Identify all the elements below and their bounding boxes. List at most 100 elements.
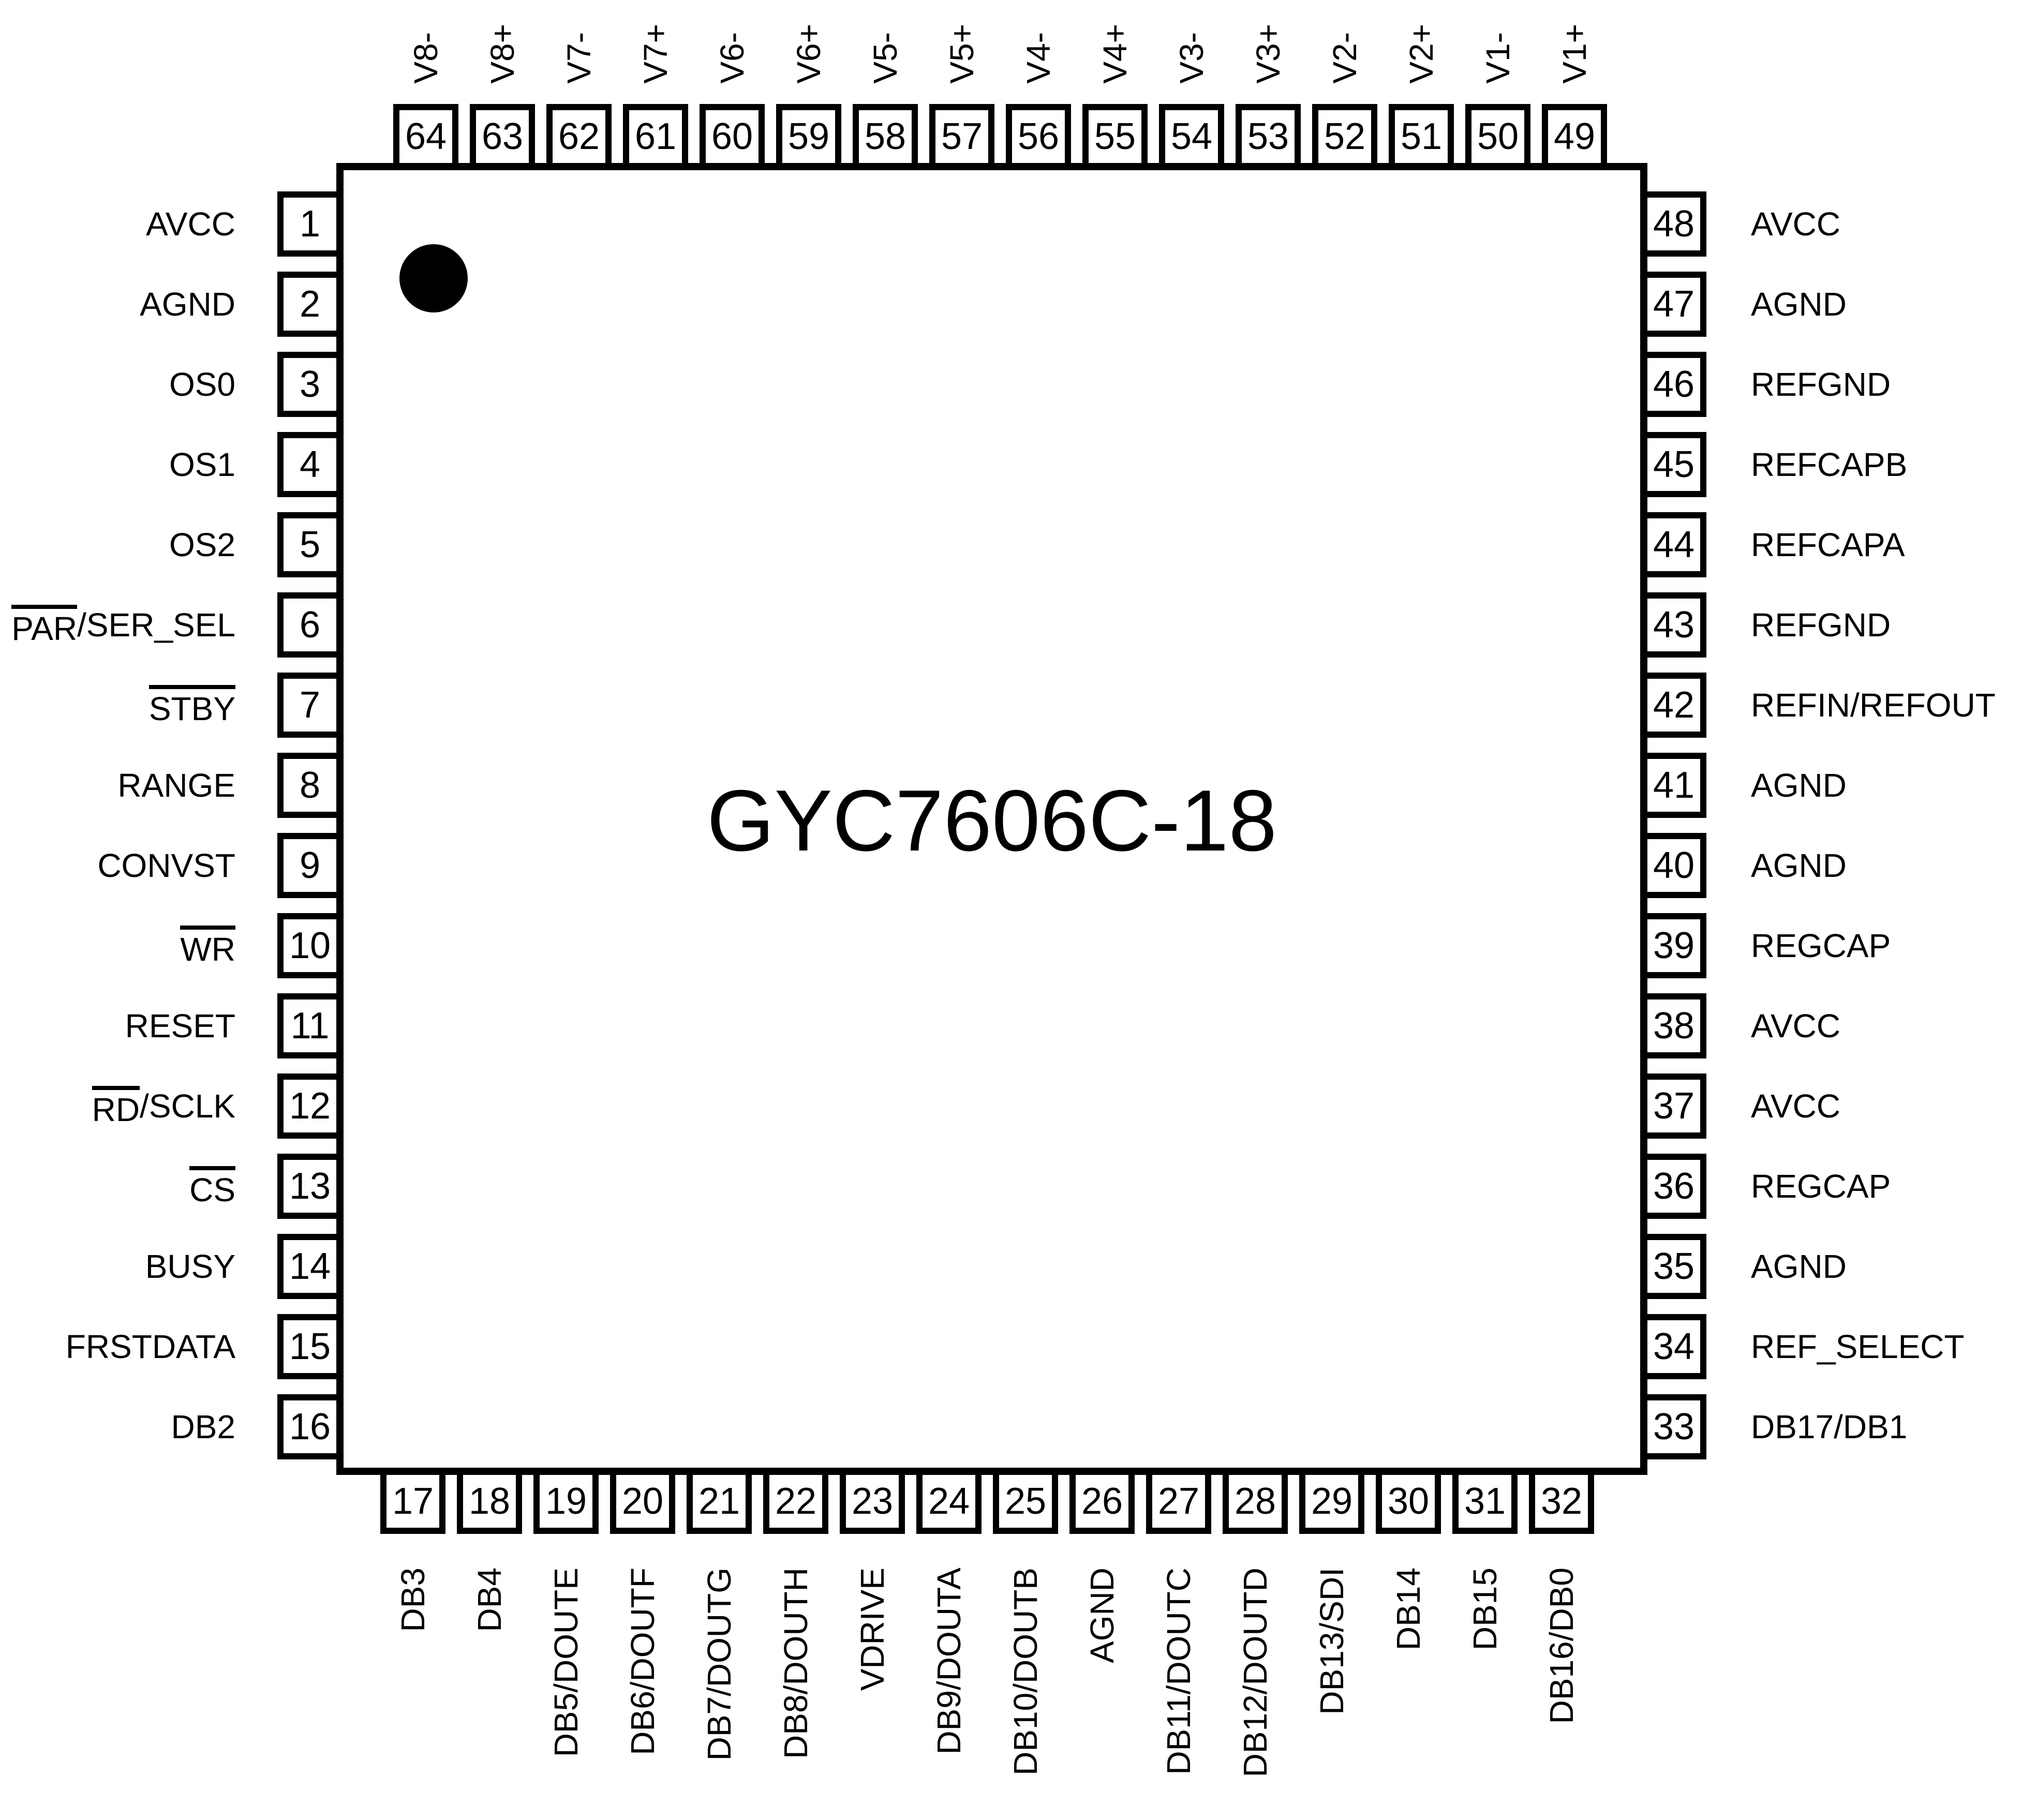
pin-number: 61	[634, 116, 677, 157]
pin-number: 54	[1170, 116, 1213, 157]
pin-box: 28	[1223, 1469, 1288, 1534]
pin-box: 38	[1641, 993, 1706, 1058]
pin-number: 52	[1324, 116, 1366, 157]
pin-label-wrapper: V8+	[470, 0, 535, 84]
pin-label-wrapper: DB13/SDI	[1299, 1568, 1364, 1816]
pin-label: REF_SELECT	[1751, 1328, 1965, 1365]
pin-number: 57	[941, 116, 983, 157]
pin-box: 48	[1641, 191, 1706, 257]
pin-label-wrapper: V8-	[393, 0, 458, 84]
pin-label: V3-	[1173, 32, 1210, 84]
pin-label: DB4	[471, 1568, 508, 1632]
pin-label: AVCC	[145, 205, 235, 243]
pin-number: 56	[1017, 116, 1060, 157]
pin-box: 33	[1641, 1394, 1706, 1459]
pin-number: 41	[1653, 765, 1695, 806]
pin-box: 39	[1641, 913, 1706, 978]
pin-label: WR	[0, 913, 235, 978]
pin-box: 23	[840, 1469, 905, 1534]
pin-label: V1-	[1479, 32, 1517, 84]
pin-box: 46	[1641, 352, 1706, 417]
pin-number: 43	[1653, 604, 1695, 646]
pin-label: OS2	[169, 526, 235, 563]
pin-number: 29	[1311, 1481, 1353, 1522]
pin-label: REGCAP	[1751, 927, 1891, 964]
pin-box: 45	[1641, 432, 1706, 497]
pin-label: AGND	[1751, 847, 1847, 884]
pin-number: 1	[299, 203, 321, 245]
pin-box: 54	[1159, 104, 1224, 169]
pin-label: DB2	[171, 1408, 236, 1445]
pin-box: 34	[1641, 1314, 1706, 1379]
pin-number: 10	[289, 925, 331, 966]
pin-label-wrapper: DB8/DOUTH	[763, 1568, 828, 1816]
pin-box: 44	[1641, 512, 1706, 577]
pin-label-wrapper: DB9/DOUTA	[916, 1568, 982, 1816]
pin-label: REGCAP	[1751, 1168, 1891, 1205]
pin-box: 21	[687, 1469, 752, 1534]
pin-box: 1	[277, 191, 343, 257]
pin-label-wrapper: V4+	[1082, 0, 1148, 84]
pin-number: 37	[1653, 1085, 1695, 1127]
pin-number: 60	[711, 116, 753, 157]
pin-box: 22	[763, 1469, 828, 1534]
pin-box: 27	[1146, 1469, 1211, 1534]
pin-number: 24	[928, 1481, 970, 1522]
pin-box: 61	[623, 104, 688, 169]
pin-box: 18	[457, 1469, 522, 1534]
pin-number: 36	[1653, 1166, 1695, 1207]
pin-number: 3	[299, 364, 321, 405]
pin-box: 47	[1641, 272, 1706, 337]
pin-label-wrapper: V7-	[546, 0, 612, 84]
pin-number: 49	[1553, 116, 1596, 157]
pin-label: AGND	[1751, 1248, 1847, 1285]
pin-box: 29	[1299, 1469, 1364, 1534]
pin-label-wrapper: DB4	[457, 1568, 522, 1816]
pin-box: 51	[1389, 104, 1454, 169]
pin-number: 23	[851, 1481, 894, 1522]
pin-label-wrapper: V1+	[1542, 0, 1607, 84]
pin-number: 33	[1653, 1406, 1695, 1448]
pin-label: REFGND	[1751, 606, 1891, 644]
pin-number: 39	[1653, 925, 1695, 966]
pin-box: 35	[1641, 1234, 1706, 1299]
pin-number: 55	[1094, 116, 1136, 157]
pin-number: 9	[299, 845, 321, 886]
pin-number: 16	[289, 1406, 331, 1448]
pin-number: 12	[289, 1085, 331, 1127]
pin-box: 5	[277, 512, 343, 577]
pin-number: 4	[299, 444, 321, 485]
pin1-indicator-dot	[399, 244, 468, 312]
pin-number: 14	[289, 1246, 331, 1287]
pin-number: 38	[1653, 1005, 1695, 1047]
pin-label: AVCC	[1751, 205, 1841, 243]
pin-number: 59	[787, 116, 830, 157]
pin-box: 26	[1069, 1469, 1135, 1534]
pin-number: 46	[1653, 364, 1695, 405]
pin-box: 24	[916, 1469, 982, 1534]
pin-label: AVCC	[1751, 1007, 1841, 1045]
pin-box: 6	[277, 592, 343, 658]
pin-label-wrapper: DB12/DOUTD	[1223, 1568, 1288, 1816]
pin-box: 11	[277, 993, 343, 1058]
pin-label: DB14	[1390, 1568, 1427, 1651]
pin-number: 44	[1653, 524, 1695, 565]
pin-box: 2	[277, 272, 343, 337]
pin-label-wrapper: DB3	[380, 1568, 445, 1816]
pin-box: 20	[610, 1469, 675, 1534]
pin-number: 7	[299, 684, 321, 726]
pin-label-wrapper: DB6/DOUTF	[610, 1568, 675, 1816]
pin-number: 48	[1653, 203, 1695, 245]
pin-number: 53	[1247, 116, 1289, 157]
pin-number: 51	[1400, 116, 1443, 157]
pin-box: 40	[1641, 833, 1706, 898]
pin-number: 62	[558, 116, 600, 157]
pin-label: CS	[0, 1154, 235, 1219]
pin-label-wrapper: DB15	[1452, 1568, 1518, 1816]
pin-number: 26	[1081, 1481, 1123, 1522]
pin-label: DB9/DOUTA	[930, 1568, 968, 1755]
pin-box: 49	[1542, 104, 1607, 169]
pin-number: 2	[299, 284, 321, 325]
pin-number: 58	[864, 116, 906, 157]
